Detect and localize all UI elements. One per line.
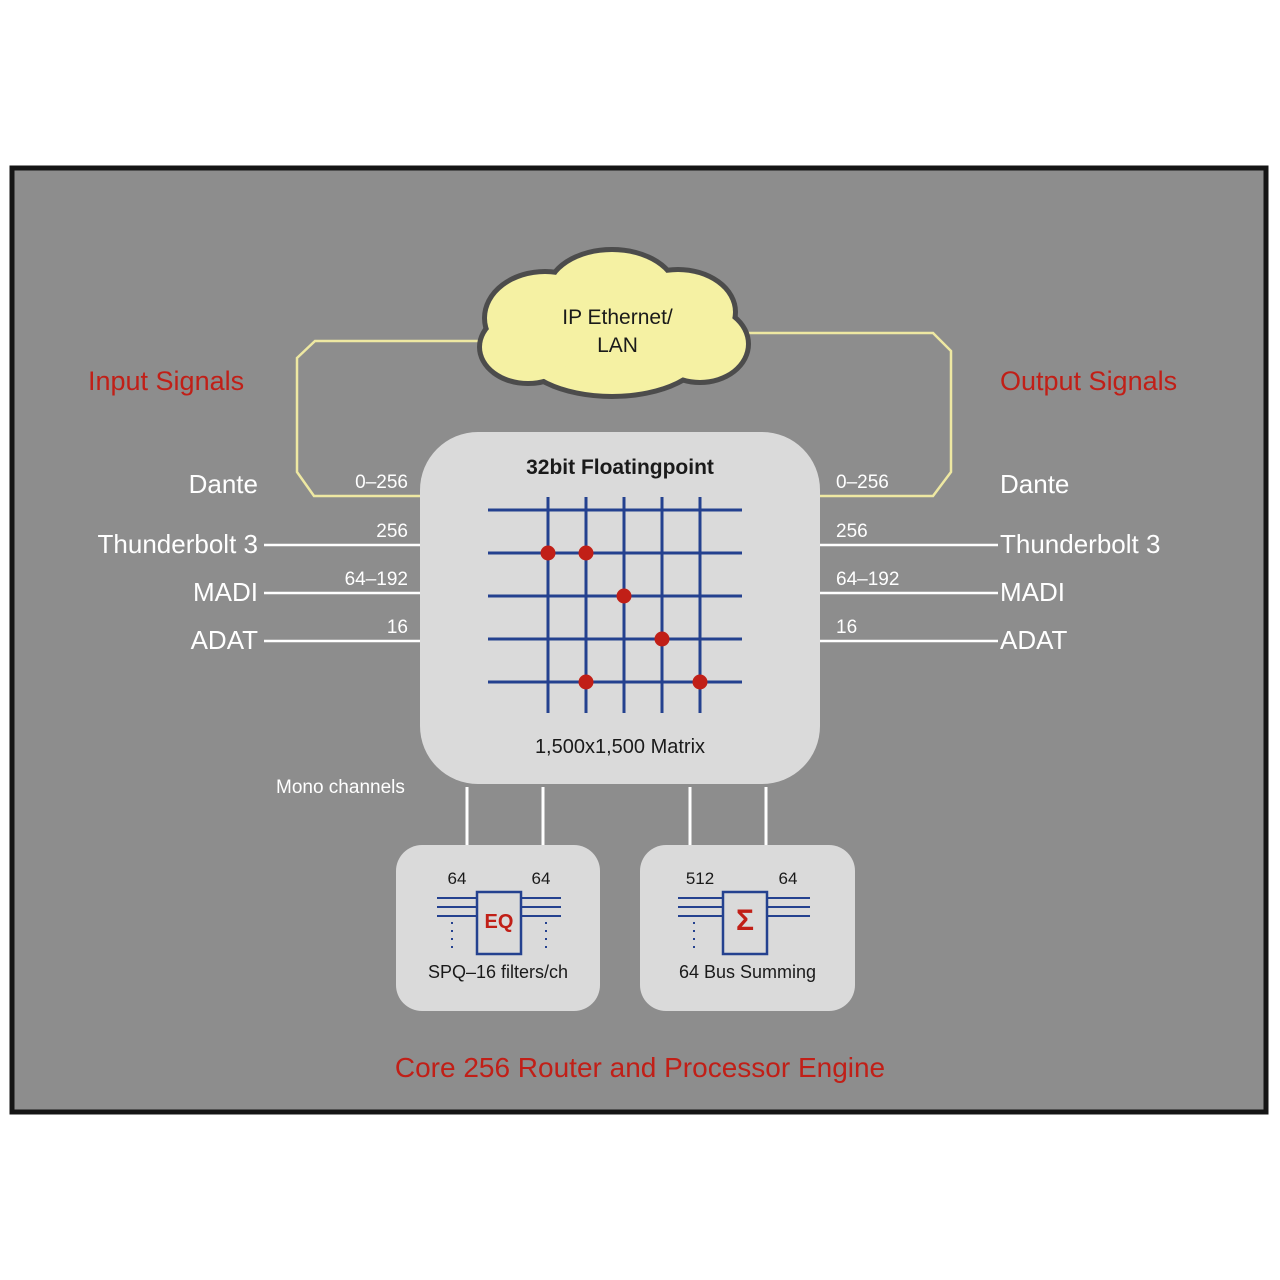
matrix-crosspoint-dots <box>540 545 708 690</box>
output-count-adat: 16 <box>836 617 858 638</box>
output-label-adat: ADAT <box>1000 625 1068 655</box>
lan-connector-left <box>295 339 540 498</box>
sum-in-count: 512 <box>685 869 715 888</box>
lan-connector-right <box>700 331 953 498</box>
input-count-thunderbolt: 256 <box>376 521 408 542</box>
summing-block-box <box>640 845 855 1011</box>
input-count-madi: 64–192 <box>344 569 408 590</box>
sum-caption: 64 Bus Summing <box>678 962 817 982</box>
input-signal-lines <box>264 543 420 643</box>
eq-caption: SPQ–16 filters/ch <box>427 962 569 982</box>
output-label-madi: MADI <box>1000 577 1065 607</box>
cloud-label-line1: IP Ethernet/ <box>562 306 673 329</box>
input-count-adat: 16 <box>386 617 408 638</box>
cloud-label-line2: LAN <box>597 334 638 357</box>
output-label-thunderbolt: Thunderbolt 3 <box>1000 529 1161 559</box>
mono-channels-label: Mono channels <box>276 777 405 798</box>
cloud-icon <box>477 247 751 399</box>
eq-in-count: 64 <box>447 869 467 888</box>
eq-block-box <box>396 845 600 1011</box>
matrix-title: 32bit Floatingpoint <box>526 456 714 479</box>
output-count-dante: 0–256 <box>836 472 889 493</box>
sum-input-bus-icon <box>678 897 722 948</box>
eq-symbol: EQ <box>484 911 514 933</box>
sum-out-count: 64 <box>778 869 798 888</box>
input-signals-header: Input Signals <box>88 366 245 396</box>
eq-out-count: 64 <box>531 869 551 888</box>
mono-channel-connectors <box>465 787 768 845</box>
output-signals-header: Output Signals <box>1000 366 1178 396</box>
sum-symbol: Σ <box>735 904 754 937</box>
output-label-dante: Dante <box>1000 469 1070 499</box>
sum-symbol-frame <box>721 890 769 956</box>
matrix-caption: 1,500x1,500 Matrix <box>534 736 706 758</box>
input-count-dante: 0–256 <box>355 472 408 493</box>
eq-output-bus-icon <box>521 897 561 948</box>
sum-output-bus-icon <box>768 897 810 917</box>
eq-input-bus-icon <box>437 897 477 948</box>
input-label-dante: Dante <box>188 469 258 499</box>
matrix-box <box>420 432 820 784</box>
diagram-footer-title: Core 256 Router and Processor Engine <box>394 1052 886 1083</box>
input-label-madi: MADI <box>193 577 258 607</box>
eq-symbol-frame <box>475 890 523 956</box>
input-label-adat: ADAT <box>190 625 258 655</box>
output-signal-lines <box>820 543 998 643</box>
output-count-thunderbolt: 256 <box>836 521 868 542</box>
input-label-thunderbolt: Thunderbolt 3 <box>97 529 258 559</box>
output-count-madi: 64–192 <box>836 569 900 590</box>
